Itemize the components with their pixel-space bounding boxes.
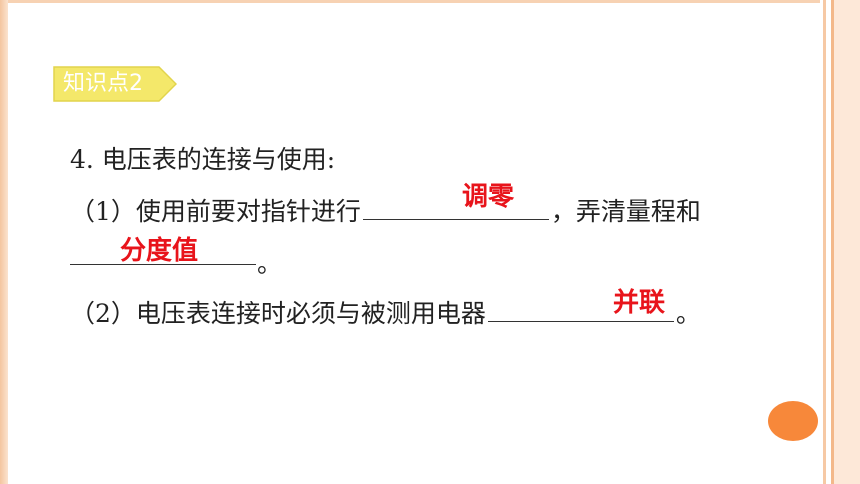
item2-text-before: （2）电压表连接时必须与被测用电器 — [70, 299, 486, 328]
heading-text: 4. 电压表的连接与使用: — [70, 145, 336, 174]
item1-text-before: （1）使用前要对指针进行 — [70, 197, 361, 226]
blank-adjust-zero — [362, 193, 549, 220]
answer-adjust-zero: 调零 — [462, 182, 515, 212]
item1-line: （1）使用前要对指针进行 ，弄清量程和 — [70, 192, 701, 228]
item2-text-end: 。 — [675, 299, 701, 328]
item1-end: 。 — [257, 244, 282, 280]
item1-text-end: 。 — [257, 249, 283, 278]
answer-parallel: 并联 — [613, 288, 666, 318]
badge-arrow-shape — [53, 66, 177, 102]
slide-right-border — [820, 0, 860, 484]
item1-text-middle: ，弄清量程和 — [550, 197, 701, 226]
orange-circle-decoration — [768, 401, 818, 441]
knowledge-point-badge: 知识点2 — [51, 66, 177, 102]
badge-label: 知识点2 — [63, 71, 143, 96]
slide-top-border — [0, 0, 860, 3]
answer-scale-division: 分度值 — [120, 236, 199, 266]
slide-left-border — [0, 0, 8, 484]
blank-scale-division — [70, 264, 256, 265]
heading-line: 4. 电压表的连接与使用: — [70, 140, 335, 176]
blank-parallel — [487, 295, 674, 322]
item2-line: （2）电压表连接时必须与被测用电器 。 — [70, 294, 701, 330]
